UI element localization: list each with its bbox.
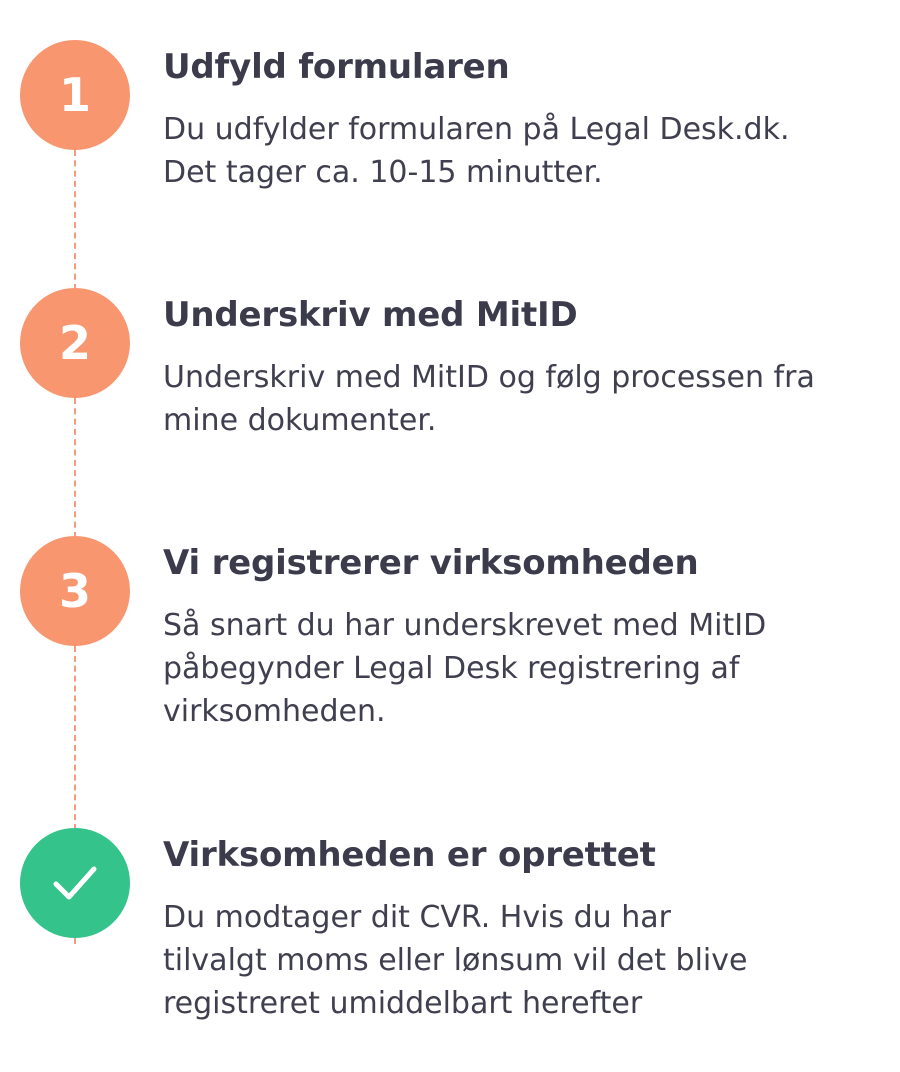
step-connector-3-4 bbox=[74, 646, 76, 830]
step-description: Du udfylder formularen på Legal Desk.dk.… bbox=[163, 112, 790, 190]
step-connector-2-3 bbox=[74, 398, 76, 538]
step-number-badge: 1 bbox=[20, 40, 130, 150]
step-number-badge: 2 bbox=[20, 288, 130, 398]
step-number: 1 bbox=[58, 68, 91, 122]
step-description: Du modtager dit CVR. Hvis du har tilvalg… bbox=[163, 900, 748, 1021]
step-description: Underskriv med MitID og følg processen f… bbox=[163, 360, 815, 438]
step-title: Udfyld formularen bbox=[163, 47, 510, 87]
step-title: Underskriv med MitID bbox=[163, 295, 578, 335]
step-number: 2 bbox=[58, 316, 91, 370]
step-title: Virksomheden er oprettet bbox=[163, 835, 656, 875]
step-title: Vi registrerer virksomheden bbox=[163, 543, 699, 583]
step-connector-tail bbox=[74, 938, 76, 944]
step-number-badge: 3 bbox=[20, 536, 130, 646]
step-description: Så snart du har underskrevet med MitID p… bbox=[163, 608, 767, 729]
step-number: 3 bbox=[58, 564, 91, 618]
step-connector-1-2 bbox=[74, 150, 76, 290]
step-done-badge bbox=[20, 828, 130, 938]
checkmark-icon bbox=[53, 866, 97, 900]
